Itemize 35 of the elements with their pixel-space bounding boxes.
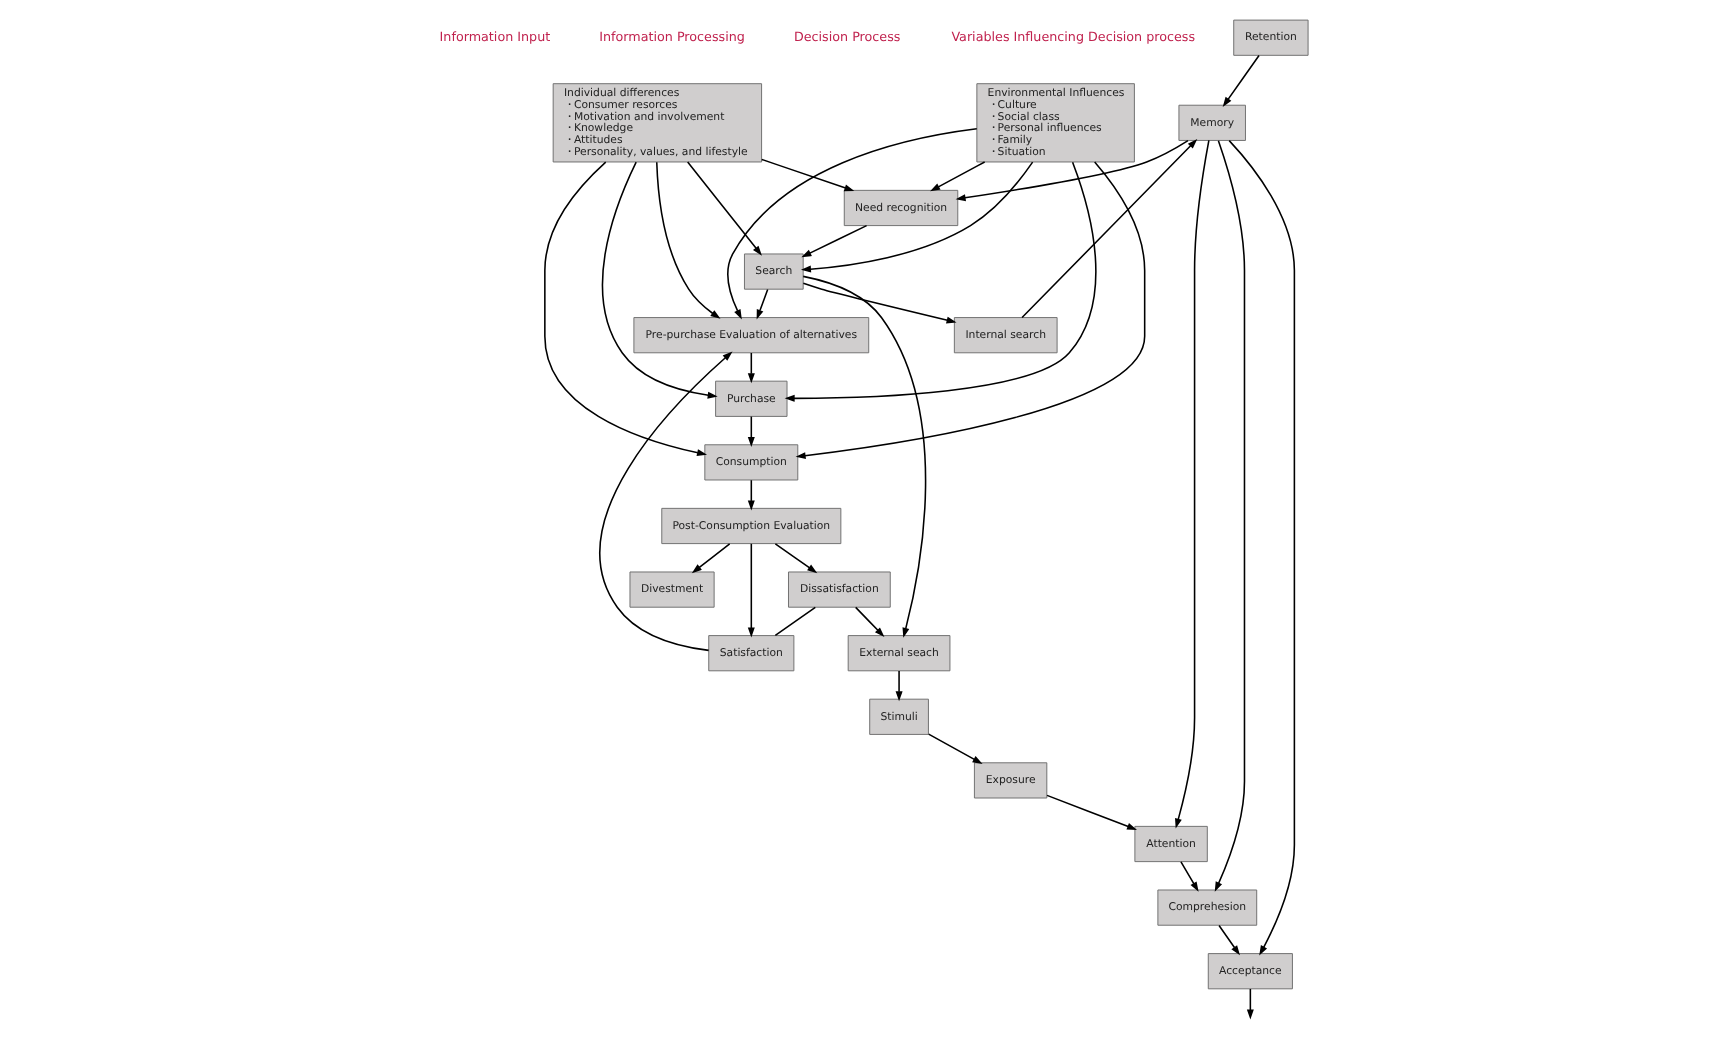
arrow [599, 351, 733, 652]
arrow [655, 161, 721, 319]
arrow [1021, 139, 1198, 319]
arrow [1228, 139, 1296, 956]
arrow [801, 224, 868, 258]
arrow [854, 606, 885, 638]
arrow [802, 282, 957, 324]
arrow [1218, 924, 1240, 956]
arrow [1246, 988, 1254, 1020]
arrow [1214, 139, 1246, 892]
arrow [1046, 794, 1138, 830]
arrow [747, 479, 755, 511]
arrow [544, 161, 708, 457]
arrow [760, 158, 855, 192]
arrow [895, 670, 903, 702]
arrow [747, 352, 755, 384]
connector [774, 606, 817, 637]
arrow [955, 139, 1189, 202]
arrow [774, 543, 818, 574]
arrow [1222, 54, 1260, 107]
arrow [686, 161, 762, 256]
arrow [691, 543, 731, 574]
arrow [802, 275, 927, 638]
arrow [800, 161, 1034, 273]
arrow [747, 415, 755, 447]
arrow [1180, 861, 1199, 892]
arrow [756, 288, 769, 320]
arrow [1175, 139, 1210, 829]
arrow [930, 161, 986, 192]
arrow [601, 161, 718, 399]
arrow [747, 543, 755, 638]
arrow [927, 733, 983, 764]
arrow [795, 161, 1146, 460]
arrow [727, 127, 978, 320]
arrow [784, 161, 1097, 402]
